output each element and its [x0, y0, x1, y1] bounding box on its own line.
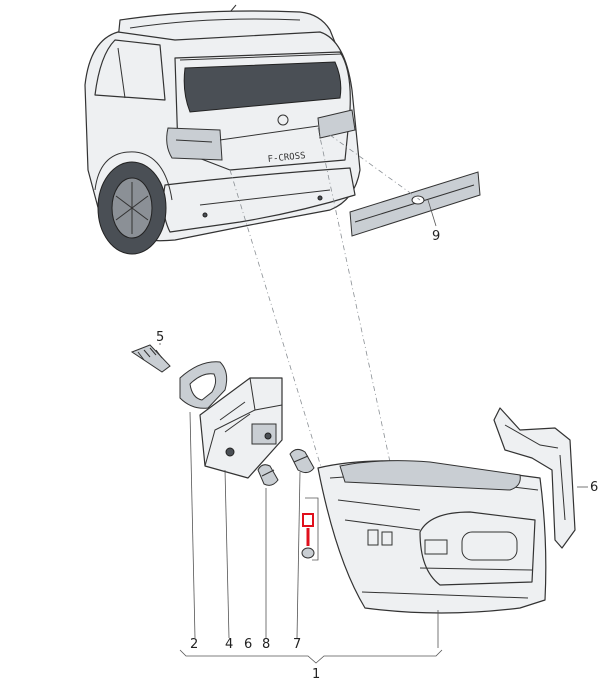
tail-light-part-1 [317, 460, 547, 614]
callout-6-bracket: 6 [590, 480, 598, 495]
group-bracket [179, 649, 443, 664]
assembly-line-trim [329, 134, 421, 201]
bracket-part-6: 6 [493, 407, 598, 549]
seal-part-2 [179, 361, 228, 409]
callout-9: 9 [432, 229, 440, 244]
callout-8: 8 [262, 637, 270, 652]
callout-5: 5 [156, 330, 164, 345]
assembly-line-light-a [317, 127, 391, 463]
callout-2: 2 [190, 637, 198, 652]
leader-lines [189, 411, 439, 648]
bulb-holder-part-4 [199, 377, 283, 479]
trim-strip-part-9: 9 [349, 171, 481, 244]
callout-7: 7 [293, 637, 301, 652]
callout-4: 4 [225, 637, 233, 652]
rear-badge: F-CROSS [267, 151, 306, 165]
highlighted-screw [301, 513, 315, 559]
vehicle-illustration: F-CROSS [84, 4, 361, 255]
screw-part-5: 5 [130, 330, 171, 373]
callout-6-bottom: 6 [244, 637, 252, 652]
bulb-part-7 [289, 448, 315, 474]
bulb-part-8 [257, 464, 279, 486]
callout-1: 1 [312, 667, 320, 682]
